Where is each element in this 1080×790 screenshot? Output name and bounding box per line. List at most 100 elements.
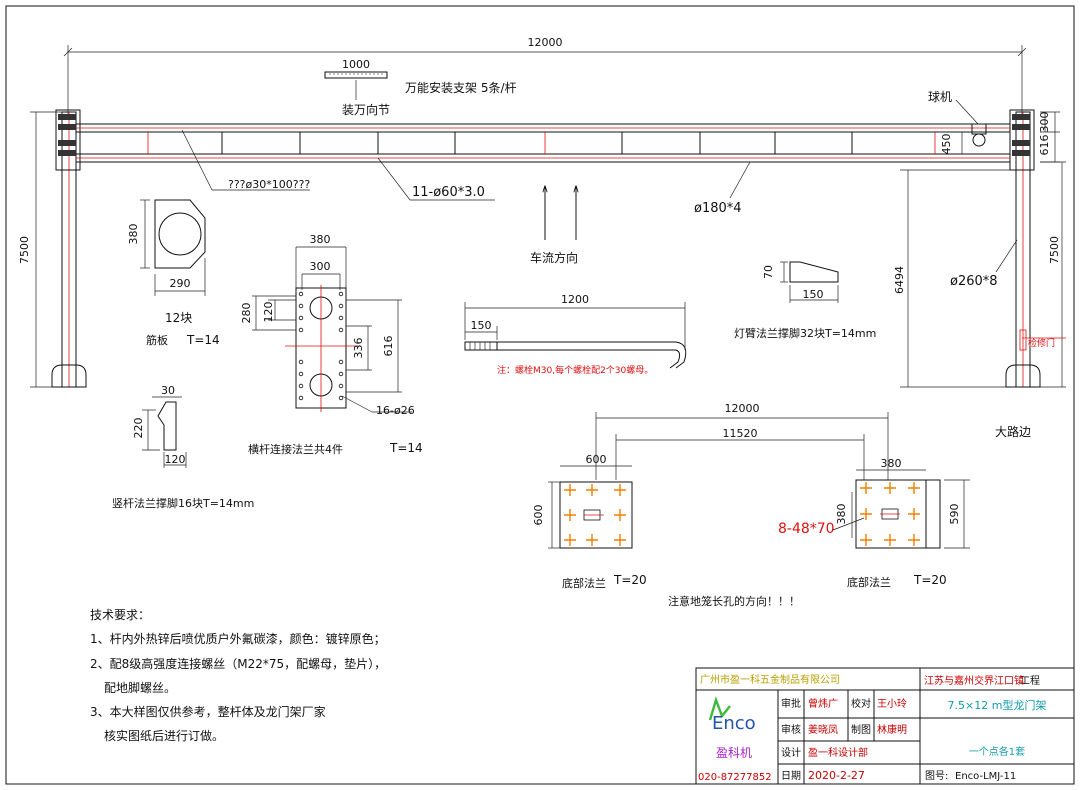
tb-quantity: 一个点各1套 <box>969 745 1025 758</box>
base-right-h: 380 <box>835 504 848 525</box>
tech-line-3: 3、本大样图仅供参考，整杆体及龙门架厂家 <box>90 704 326 719</box>
flange-holes: 16-ø26 <box>376 404 415 417</box>
tech-line-2b: 配地脚螺丝。 <box>104 680 176 695</box>
tb-date-lbl: 日期 <box>781 770 801 782</box>
drawing-frame <box>5 5 1075 785</box>
tb-phone: 020-87277852 <box>698 772 772 783</box>
tb-approve-lbl: 审批 <box>781 697 801 710</box>
logo-cn: 盈科机 <box>716 746 752 760</box>
beam-verticals <box>147 132 936 154</box>
camera-icon <box>972 133 986 147</box>
dim-height-right: 7500 <box>1048 236 1061 264</box>
tech-title: 技术要求： <box>90 608 150 622</box>
tb-approve-val: 曾炜广 <box>808 697 838 710</box>
pole-foot-h: 220 <box>132 418 145 439</box>
rib-height: 380 <box>127 224 140 245</box>
universal-bracket <box>324 71 388 79</box>
base-flange-detail: 12000 11520 600 600 380 380 590 <box>532 402 970 608</box>
base-name-left: 底部法兰 <box>562 576 606 590</box>
bracket-length: 1000 <box>342 58 370 71</box>
tech-line-2: 2、配8级高强度连接螺丝（M22*75，配螺母，垫片）， <box>90 656 386 671</box>
tb-date-val: 2020-2-27 <box>808 769 865 782</box>
base-left-w: 600 <box>586 453 607 466</box>
tie-bar-label: ???ø30*100??? <box>228 178 310 191</box>
flange-bolt-holes <box>298 291 344 401</box>
flange-thickness: T=14 <box>389 441 423 455</box>
dim-height-left: 7500 <box>18 236 31 264</box>
dim-beam-300: 300 <box>1038 112 1051 133</box>
install-label: 装万向节 <box>342 102 390 117</box>
base-span-inner: 11520 <box>723 427 758 440</box>
base-left-h: 600 <box>532 505 545 526</box>
lamp-gusset-detail: 70 150 灯臂法兰撑脚32块T=14mm <box>734 261 876 340</box>
logo-text: Enco <box>712 713 756 734</box>
base-warning: 注意地笼长孔的方向！！！ <box>668 594 800 608</box>
base-thk-left: T=20 <box>613 573 647 587</box>
tb-check-lbl: 校对 <box>851 697 871 710</box>
tb-company: 广州市盈一科五金制品有限公司 <box>700 673 840 686</box>
pole-gusset <box>157 401 177 451</box>
base-right-h-outer: 590 <box>948 504 961 525</box>
tb-project-suffix: 工程 <box>1020 675 1040 687</box>
base-right-anchors <box>860 482 920 546</box>
anchor-hook-bend <box>675 341 687 369</box>
pole-foot-w: 30 <box>161 384 175 397</box>
rib-plate <box>154 199 206 269</box>
tb-drawing-title: 7.5×12 m型龙门架 <box>948 698 1047 712</box>
connection-flange-detail: 380 300 280 120 <box>240 233 423 456</box>
tb-dwgno-lbl: 图号: <box>925 770 948 782</box>
left-base <box>51 364 87 388</box>
tech-requirements: 技术要求： 1、杆内外热锌后喷优质户外氟碳漆，颜色：镀锌原色； 2、配8级高强度… <box>90 608 386 743</box>
enco-logo: Enco 盈科机 <box>708 696 756 760</box>
gantry-elevation: 12000 <box>18 36 1066 439</box>
tb-review-val: 姜晓凤 <box>808 723 838 736</box>
rib-thickness: T=14 <box>186 333 220 347</box>
anchor-bolt-detail: 1200 150 注：螺栓M30,每个螺栓配2个30螺母。 <box>464 293 687 376</box>
lamp-name: 灯臂法兰撑脚32块T=14mm <box>734 326 876 340</box>
tube-spec: 11-ø60*3.0 <box>412 185 485 200</box>
base-name-right: 底部法兰 <box>847 575 891 589</box>
right-base <box>1005 364 1041 388</box>
dim-clearance: 6494 <box>893 266 906 294</box>
traffic-direction: 车流方向 <box>530 250 578 265</box>
flange-w-inner: 300 <box>310 260 331 273</box>
left-flange-plate <box>55 109 81 171</box>
flange-dim-616: 616 <box>382 336 395 357</box>
tb-review-lbl: 审核 <box>781 723 801 736</box>
dim-span: 12000 <box>528 36 563 49</box>
rib-count: 12块 <box>165 311 192 325</box>
flange-dim-120: 120 <box>262 302 275 323</box>
base-span-outer: 12000 <box>725 402 760 415</box>
dim-beam-616: 616 <box>1038 135 1051 156</box>
base-plate-left <box>559 481 633 549</box>
lamp-width: 150 <box>803 288 824 301</box>
tb-check-val: 王小玲 <box>877 698 907 710</box>
bracket-label: 万能安装支架 5条/杆 <box>405 80 517 95</box>
flange-dim-336: 336 <box>352 338 365 359</box>
rib-width: 290 <box>170 277 191 290</box>
camera-label: 球机 <box>928 90 952 104</box>
tb-draw-lbl: 制图 <box>851 723 871 736</box>
base-thk-right: T=20 <box>913 573 947 587</box>
pole-foot-detail: 30 220 120 竖杆法兰撑脚16块T=14mm <box>112 384 254 510</box>
tb-design-val: 盈一科设计部 <box>808 746 868 759</box>
lamp-gusset <box>789 261 839 283</box>
lamp-height: 70 <box>762 265 775 279</box>
tech-line-3b: 核实图纸后进行订做。 <box>104 728 224 743</box>
anchor-note: 注：螺栓M30,每个螺栓配2个30螺母。 <box>497 364 653 376</box>
pole-foot-name: 竖杆法兰撑脚16块T=14mm <box>112 496 254 510</box>
rib-plate-detail: 380 290 12块 筋板 T=14 <box>127 199 220 347</box>
tb-project: 江苏与嘉州交界江口镇 <box>924 674 1024 687</box>
right-flange-plate <box>1009 109 1035 171</box>
anchor-length: 1200 <box>561 293 589 306</box>
tb-draw-val: 林康明 <box>877 723 907 736</box>
chord-spec: ø180*4 <box>694 201 742 216</box>
flange-dim-280: 280 <box>240 303 253 324</box>
dim-beam-450: 450 <box>940 134 953 155</box>
tb-dwgno-val: Enco-LMJ-11 <box>955 771 1016 782</box>
rib-name: 筋板 <box>146 333 168 347</box>
title-block: 广州市盈一科五金制品有限公司 江苏与嘉州交界江口镇 工程 Enco 盈科机 02… <box>695 667 1075 785</box>
pole-foot-base: 120 <box>165 453 186 466</box>
base-holes: 8-48*70 <box>778 521 835 537</box>
